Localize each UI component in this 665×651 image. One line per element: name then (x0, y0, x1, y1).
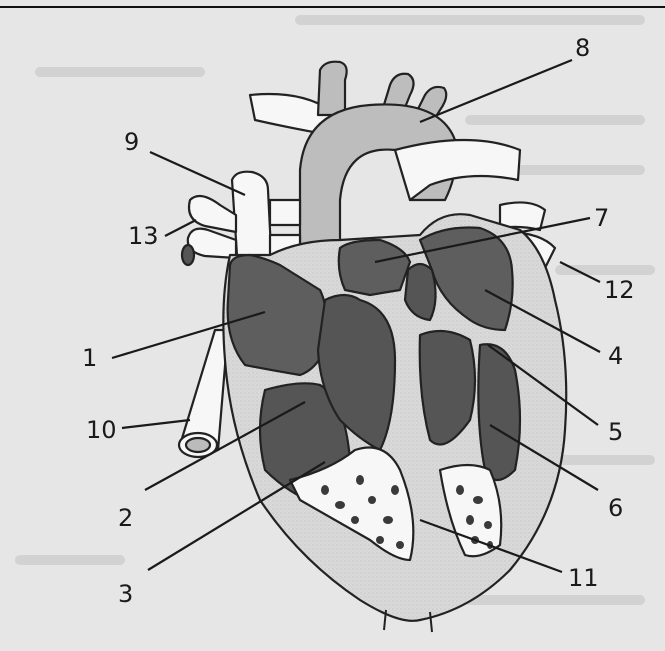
label-10: 10 (86, 416, 117, 444)
leader-9 (150, 152, 245, 195)
leader-10 (122, 420, 190, 428)
label-4: 4 (608, 342, 623, 370)
label-2: 2 (118, 504, 133, 532)
label-3: 3 (118, 580, 133, 608)
label-9: 9 (124, 128, 139, 156)
label-1: 1 (82, 344, 97, 372)
label-6: 6 (608, 494, 623, 522)
label-7: 7 (594, 204, 609, 232)
label-12: 12 (604, 276, 635, 304)
label-8: 8 (575, 34, 590, 62)
label-5: 5 (608, 418, 623, 446)
label-11: 11 (568, 564, 599, 592)
label-13: 13 (128, 222, 159, 250)
